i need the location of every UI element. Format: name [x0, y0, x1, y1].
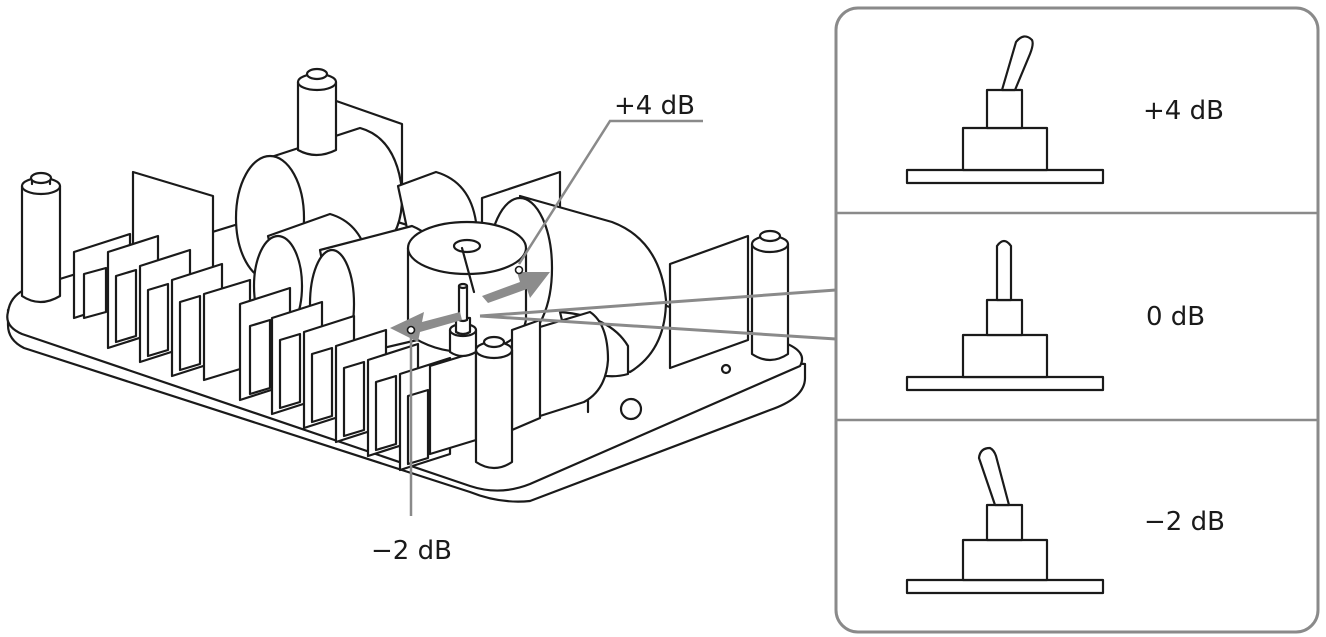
arrow-right [482, 272, 550, 303]
arrow-left [390, 312, 462, 342]
direction-arrows [390, 272, 550, 342]
mounting-hole [720, 363, 732, 375]
leader-lines [409, 119, 703, 516]
leader-plus [517, 119, 703, 265]
row-label-plus4: +4 dB [1143, 96, 1224, 126]
standoff-post [20, 171, 62, 304]
zoom-wedge [479, 288, 837, 341]
row-label-minus2: −2 dB [1144, 507, 1225, 537]
terminal-block [72, 232, 252, 382]
leader-dot [514, 265, 524, 275]
standoff-post [750, 229, 790, 362]
toggle-switch-icon [905, 446, 1105, 595]
standoff-post [296, 67, 338, 157]
coil-hole [452, 238, 482, 254]
board-toggle-switch [448, 282, 478, 358]
mounting-hole [619, 397, 643, 421]
callout-minus-label: −2 dB [371, 536, 452, 566]
crossover-board [6, 67, 807, 503]
callout-plus-label: +4 dB [614, 91, 695, 121]
standoff-post [474, 335, 514, 470]
heat-plate [510, 318, 542, 432]
coil-lead [460, 246, 476, 294]
terminal-block [238, 286, 478, 472]
toggle-switch-icon [905, 239, 1105, 392]
toggle-switch-icon [905, 35, 1105, 185]
panel-border [834, 6, 1320, 634]
heat-plate [668, 234, 750, 370]
detail-panel: +4 dB 0 dB −2 dB [834, 6, 1320, 634]
row-label-0: 0 dB [1146, 302, 1205, 332]
leader-dot [406, 325, 416, 335]
capacitor [528, 310, 610, 418]
